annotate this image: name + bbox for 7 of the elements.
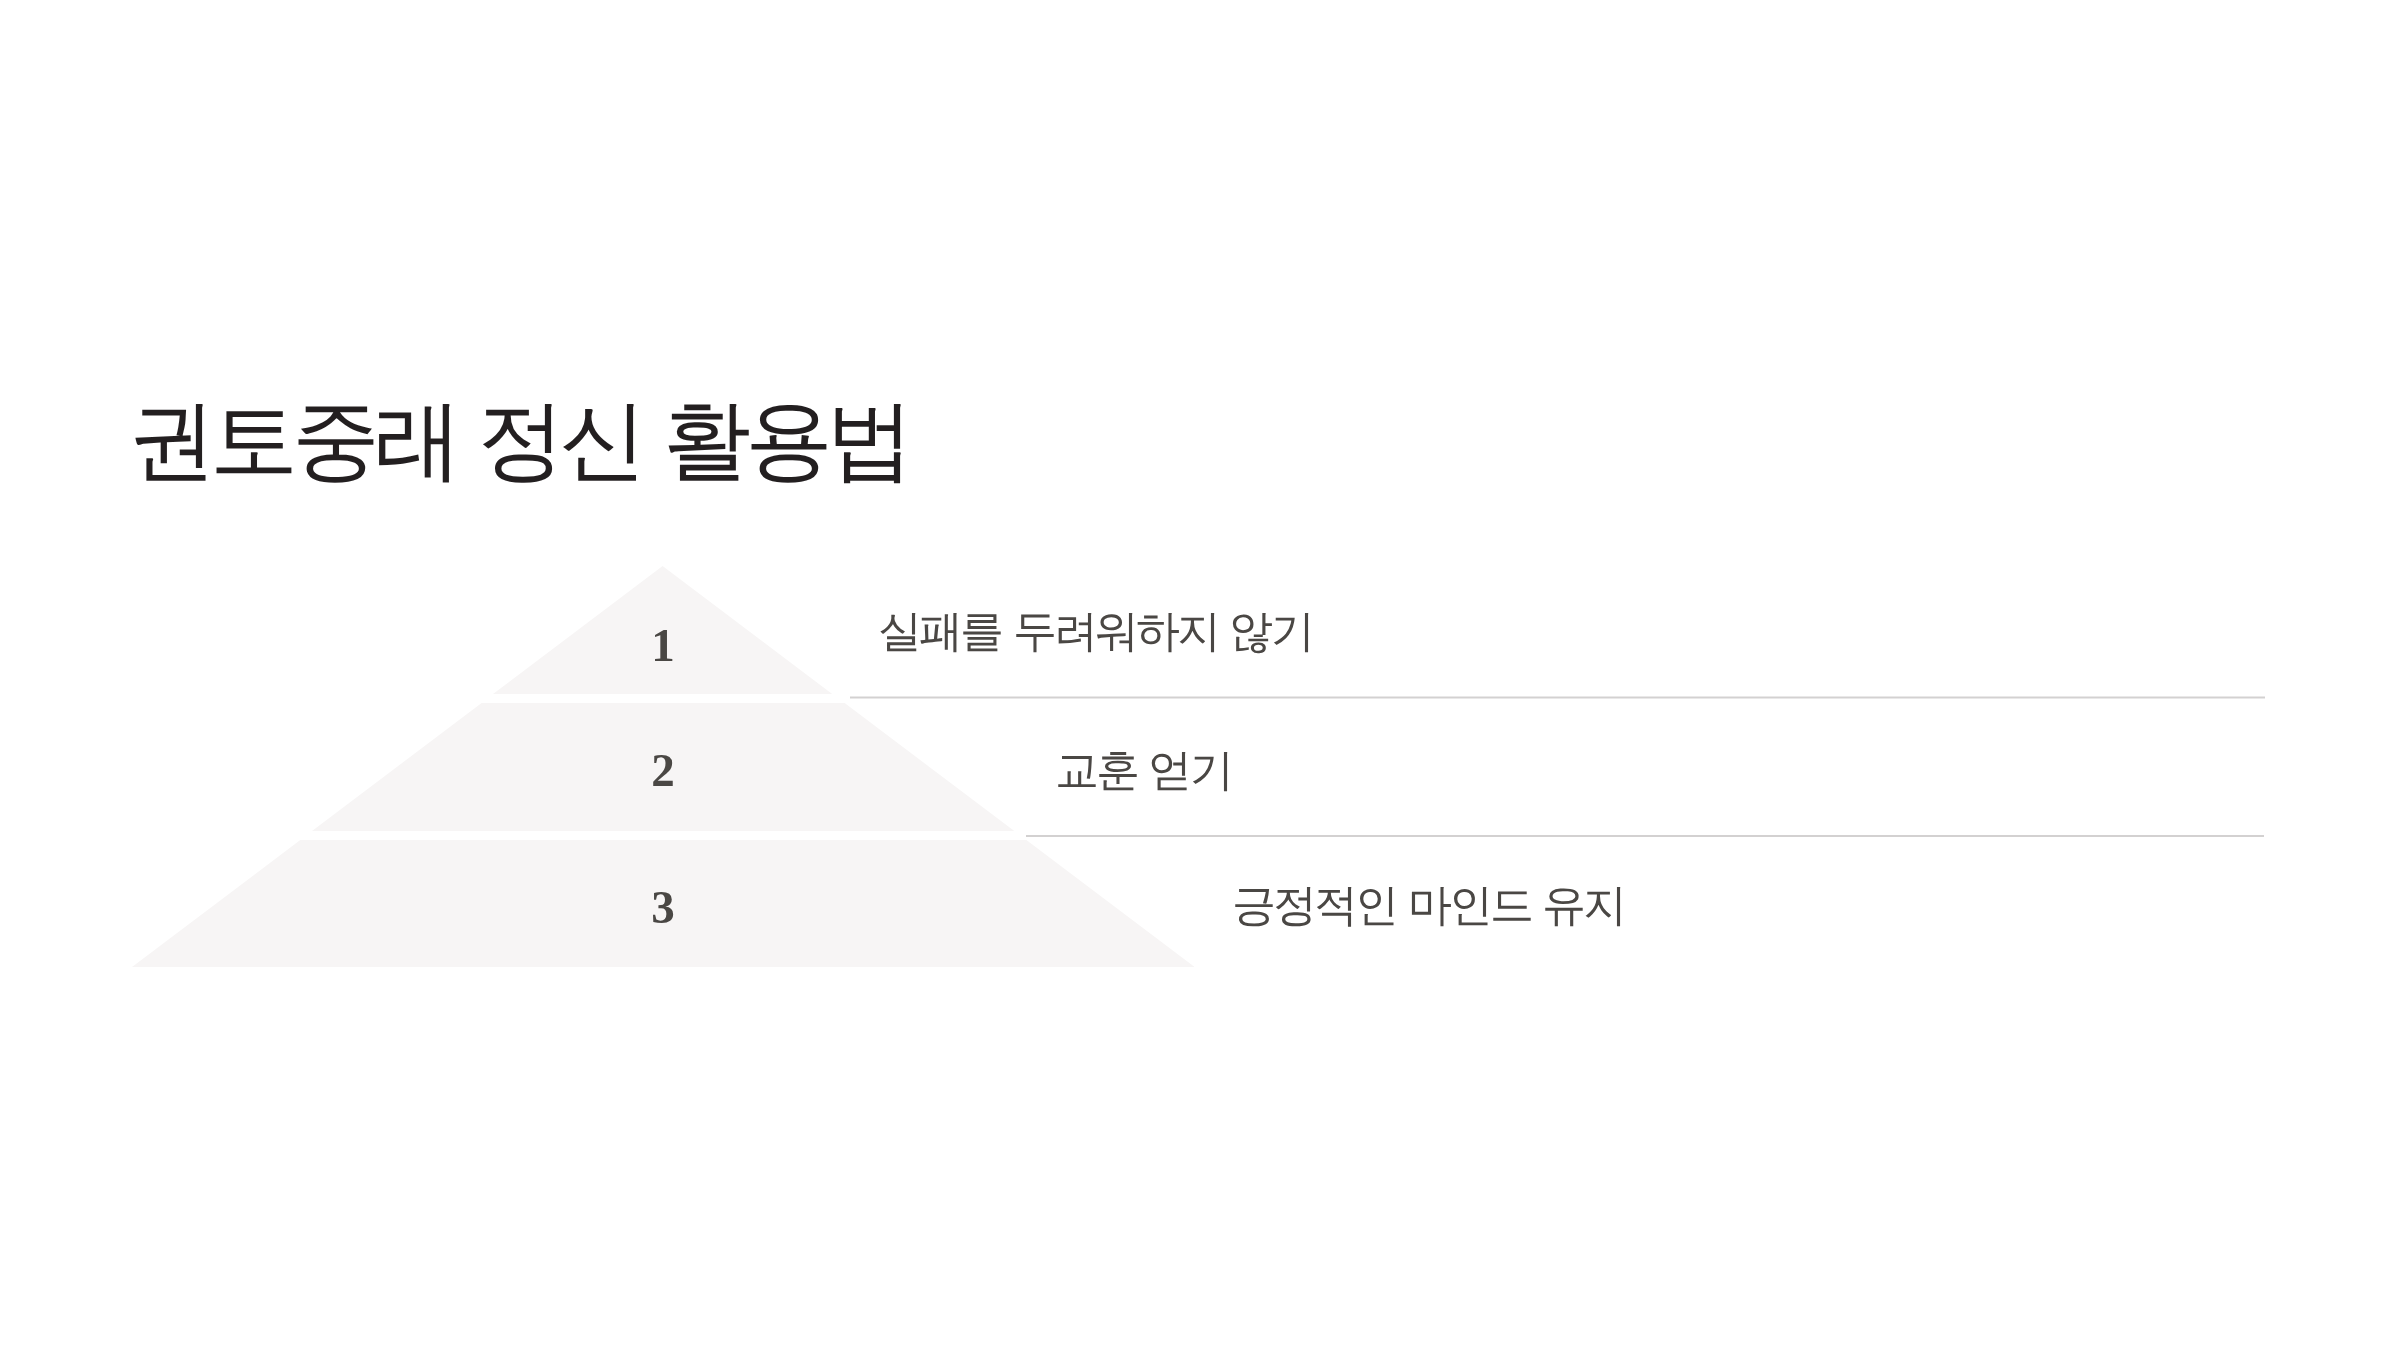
tier-number: 3	[651, 883, 675, 931]
tier-label: 교훈 얻기	[1055, 748, 1231, 792]
tier-label: 긍정적인 마인드 유지	[1232, 883, 1625, 927]
tier-label: 실패를 두려워하지 않기	[878, 609, 1312, 653]
tier-number: 1	[651, 621, 675, 669]
tier-number: 2	[651, 746, 675, 794]
title: 권토중래 정신 활용법	[128, 396, 909, 484]
